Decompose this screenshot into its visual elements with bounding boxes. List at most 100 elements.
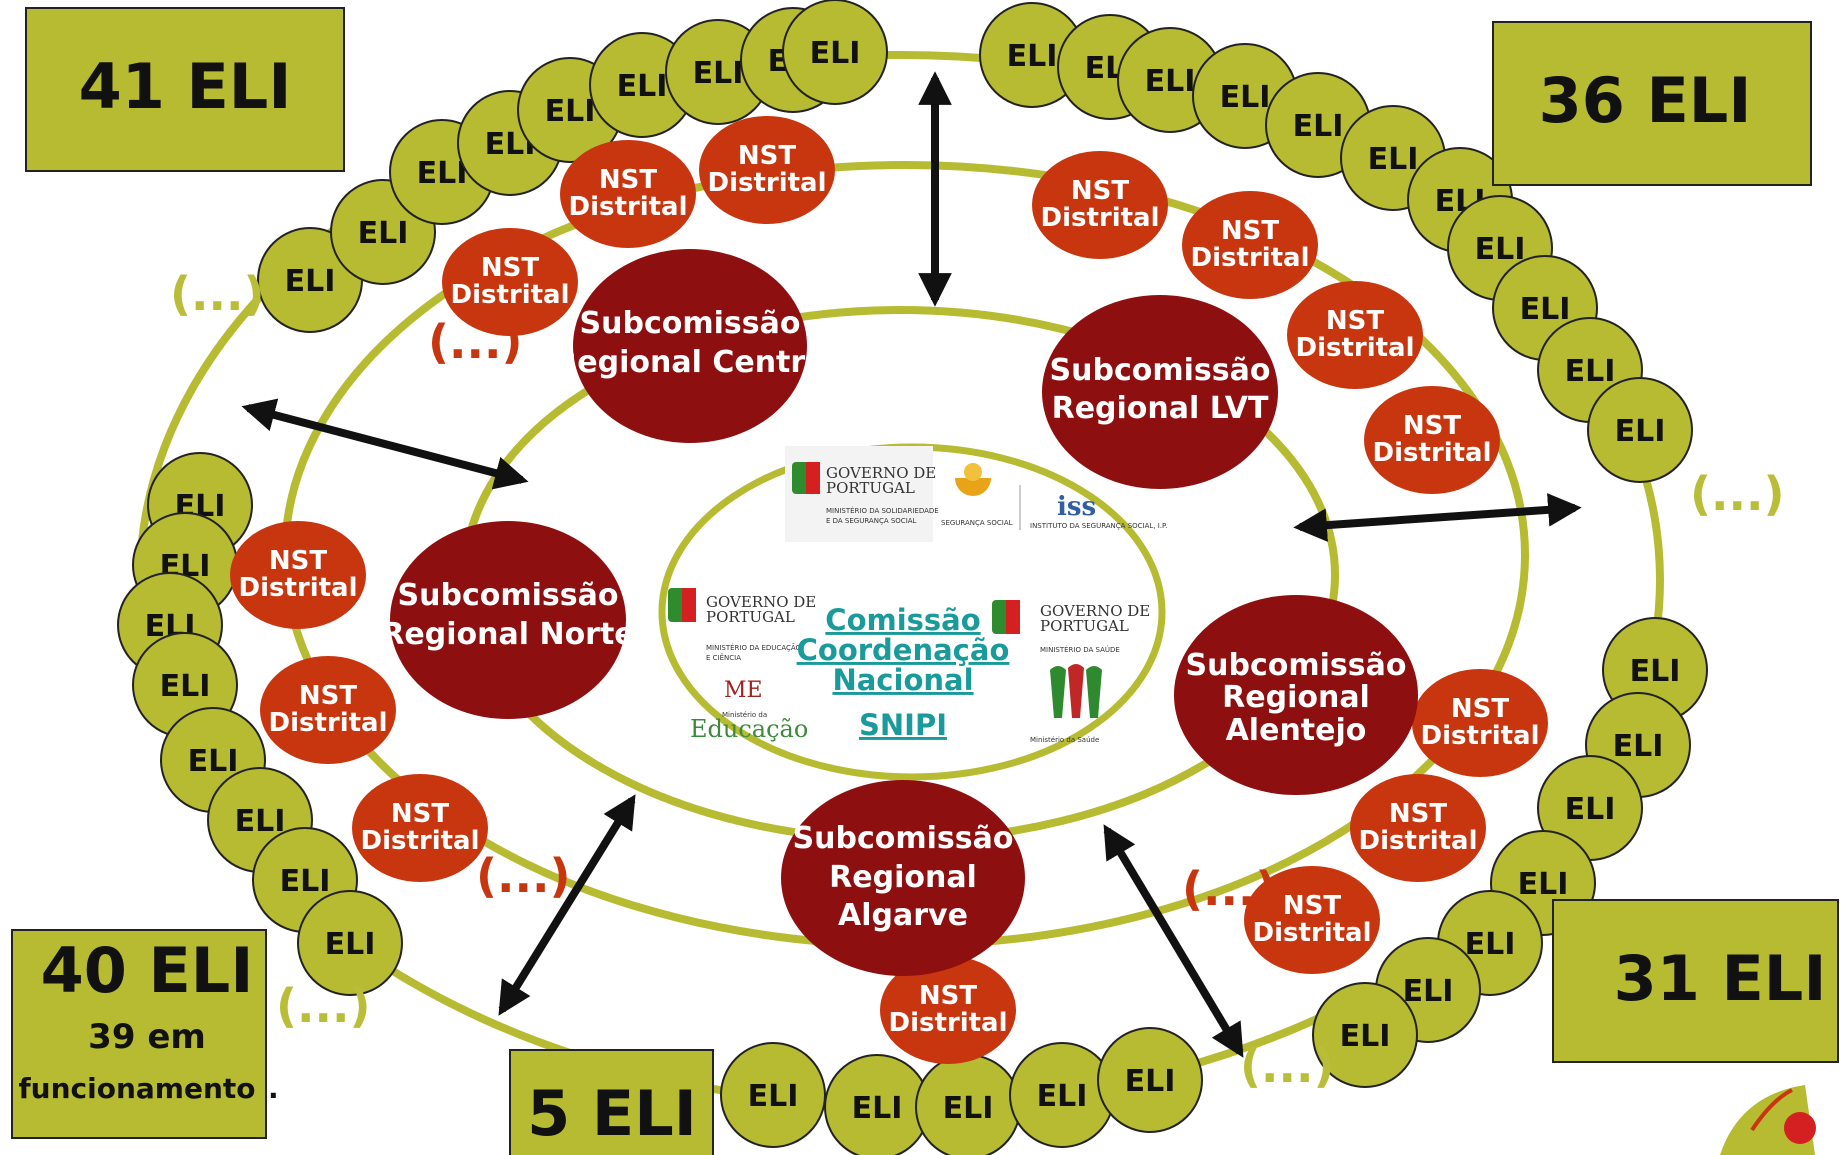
educacao-min-line2: E CIÊNCIA [706,653,741,662]
mec-icon: ME [724,678,763,703]
box-40-eli-sub2: funcionamento [18,1072,255,1105]
educacao-word: Educação [690,715,808,743]
subcomissao-norte-shape [390,521,626,719]
box-40-eli: 40 ELI 39 em funcionamento . [11,929,279,1139]
eli-circle[interactable]: ELI [1537,755,1643,861]
subcomissao-centro[interactable]: Subcomissão Regional Centro [554,249,826,443]
eli-circle-label: ELI [1007,39,1058,74]
comissao-coordenacao-nacional[interactable]: Comissão Coordenação Nacional SNIPI [797,603,1010,742]
nst-line2: Distrital [1295,333,1414,363]
eli-circle-label: ELI [358,216,409,251]
snipi-link[interactable]: SNIPI [859,708,947,742]
eli-circle[interactable]: ELI [782,0,888,105]
box-41-eli: 41 ELI [25,7,345,172]
subcomissao-algarve-line1: Subcomissão [793,821,1014,856]
eli-circle-label: ELI [285,264,336,299]
subcomissao-lvt-line1: Subcomissão [1050,353,1271,388]
saude-figures-icon [1050,666,1066,718]
nst-line1: NST [919,981,977,1011]
educacao-min-line1: MINISTÉRIO DA EDUCAÇÃO [706,643,802,652]
eli-circle-label: ELI [1340,1019,1391,1054]
eli-circle[interactable]: ELI [1312,982,1418,1088]
nst-line2: Distrital [450,280,569,310]
nst-line1: NST [391,799,449,829]
subcomissao-lvt[interactable]: Subcomissão Regional LVT [1042,295,1278,489]
center-line1[interactable]: Comissão [825,603,980,637]
subcomissao-alentejo[interactable]: Subcomissão Regional Alentejo [1174,595,1418,795]
eli-circle-shape [1587,377,1693,483]
nst-circles: NSTDistritalNSTDistritalNSTDistritalNSTD… [230,116,1548,1064]
gov-line1-edu: GOVERNO DE [706,593,816,611]
eli-circle-label: ELI [417,156,468,191]
ellipsis-outer-bottom-left: (...) [276,979,370,1033]
subcomissao-algarve-shape [781,780,1025,976]
center-line2[interactable]: Coordenação [797,633,1010,667]
eli-circle[interactable]: ELI [1009,1042,1115,1148]
eli-circle[interactable]: ELI [979,2,1085,108]
subcomissao-centro-line1: Subcomissão [580,306,801,341]
nst-line2: Distrital [238,573,357,603]
nst-line1: NST [481,253,539,283]
subcomissao-norte[interactable]: Subcomissão Regional Norte [381,521,635,719]
logo-seguranca-social: SEGURANÇA SOCIAL [941,463,1013,527]
box-40-eli-sub1: 39 em [88,1017,206,1057]
eli-circle[interactable]: ELI [824,1054,930,1155]
eli-circle[interactable]: ELI [720,1042,826,1148]
nst-circle-shape [442,228,578,336]
eli-circle-label: ELI [1518,867,1569,902]
nst-line2: Distrital [1190,243,1309,273]
nst-line1: NST [1389,799,1447,829]
eli-circle-label: ELI [1037,1079,1088,1114]
nst-circle-shape [560,140,696,248]
nst-line2: Distrital [1040,203,1159,233]
subcomissao-algarve[interactable]: Subcomissão Regional Algarve [781,780,1025,976]
subcomissao-algarve-line3: Algarve [838,898,968,933]
ellipsis-outer-right: (...) [1690,467,1784,521]
nst-line1: NST [299,681,357,711]
gov-line2-edu: PORTUGAL [706,608,795,626]
eli-circle[interactable]: ELI [1587,377,1693,483]
nst-circle-shape [880,956,1016,1064]
nst-line1: NST [1326,306,1384,336]
subcomissao-centro-line2: Regional Centro [554,345,826,380]
iss-label: INSTITUTO DA SEGURANÇA SOCIAL, I.P. [1030,522,1167,530]
eli-circle[interactable]: ELI [297,890,403,996]
nst-line2: Distrital [888,1008,1007,1038]
subcomissao-alentejo-line2: Regional [1222,680,1370,715]
nst-line1: NST [269,546,327,576]
eli-circle-shape [1312,982,1418,1088]
logo-gov-solidariedade: GOVERNO DE PORTUGAL MINISTÉRIO DA SOLIDA… [785,446,939,542]
nst-circle-shape [1182,191,1318,299]
subcomissao-algarve-line2: Regional [829,860,977,895]
gov-line1: GOVERNO DE [826,464,936,482]
nst-circle-shape [230,521,366,629]
eli-circle[interactable]: ELI [1097,1027,1203,1133]
eli-circle-label: ELI [810,36,861,71]
ellipsis-inner-bottom-left: (...) [476,849,570,903]
box-40-eli-label: 40 ELI [41,934,254,1007]
center-line3[interactable]: Nacional [832,663,973,697]
eli-circle-label: ELI [1145,64,1196,99]
ellipsis-outer-left: (...) [170,267,264,321]
arrows [241,71,1582,1058]
eli-circle[interactable]: ELI [915,1054,1021,1155]
saude-min-label: MINISTÉRIO DA SAÚDE [1040,645,1120,654]
box-5-eli-label: 5 ELI [527,1077,697,1150]
subcomissao-norte-line1: Subcomissão [398,578,619,613]
box-40-eli-period: . [268,1072,279,1105]
box-31-eli-label: 31 ELI [1614,942,1827,1015]
